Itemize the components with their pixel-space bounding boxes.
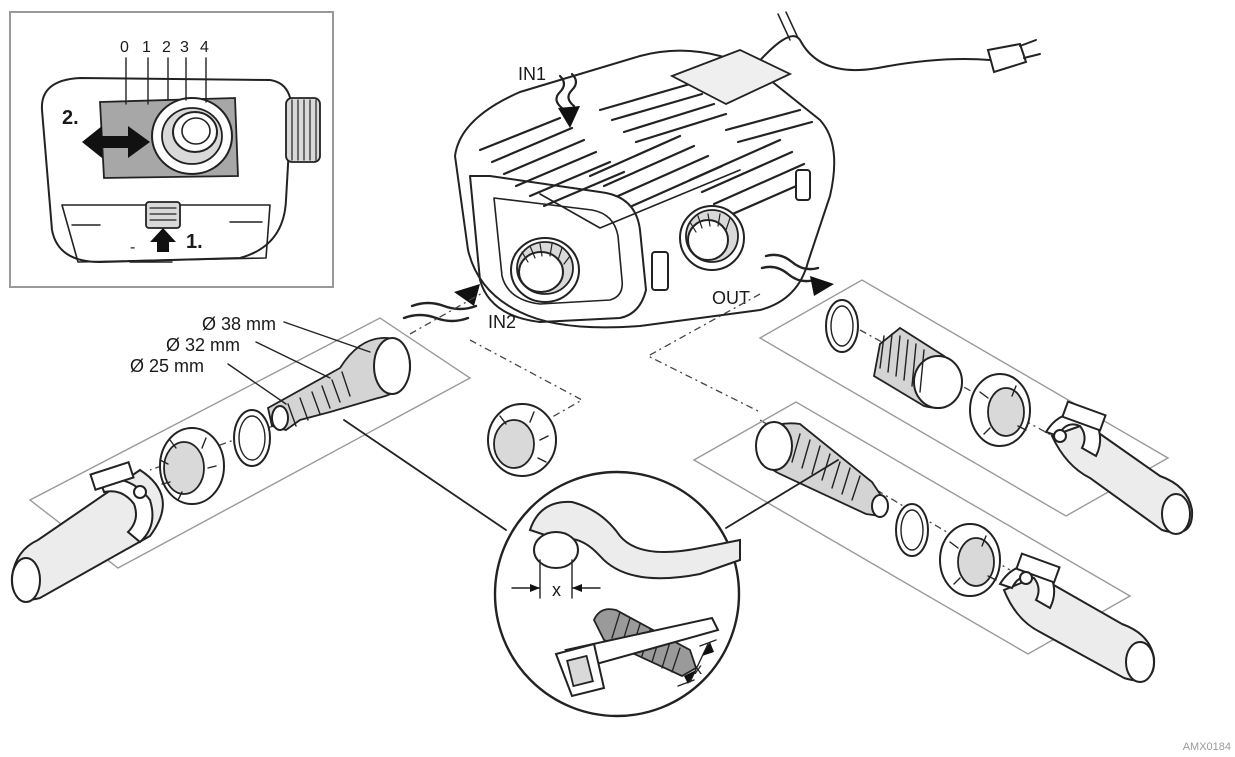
diameter-25-label: Ø 25 mm: [130, 356, 204, 376]
scale-mark-2: 2: [162, 39, 171, 56]
reference-code: AMX0184: [1182, 741, 1231, 753]
flow-arrow-icon: [454, 284, 480, 306]
scale-mark-4: 4: [200, 39, 209, 56]
middle-union-nut: [487, 403, 557, 477]
flow-arrow-icon: [558, 106, 580, 128]
step-1-label: 1.: [186, 231, 203, 253]
in1-flow: IN1: [518, 64, 580, 128]
right-upper-outlet-assembly: [758, 279, 1194, 535]
double-arrow-icon: [82, 126, 150, 158]
diameter-32-label: Ø 32 mm: [166, 335, 240, 355]
minus-sign: -: [130, 239, 135, 256]
cutting-detail-magnifier: x x: [343, 419, 839, 718]
hose-clamp-icon: [89, 460, 154, 544]
scale-mark-1: 1: [142, 39, 151, 56]
in2-flow: IN2: [402, 284, 516, 332]
flow-regulator-inset: 0 1 2 3 4 2. - 1.: [9, 11, 334, 288]
hose-clamp-icon: [998, 552, 1061, 610]
step-2-label: 2.: [62, 107, 79, 129]
power-plug-icon: [986, 39, 1041, 74]
scale-mark-3: 3: [180, 39, 189, 56]
scale-mark-0: 0: [120, 39, 129, 56]
flow-arrow-icon: [810, 276, 834, 296]
cut-width-x-label: x: [552, 580, 561, 600]
diameter-38-label: Ø 38 mm: [202, 314, 276, 334]
in2-label: IN2: [488, 312, 516, 332]
out-flow: OUT: [712, 253, 834, 308]
out-label: OUT: [712, 288, 750, 308]
left-inlet-assembly: Ø 38 mm Ø 32 mm Ø 25 mm: [10, 314, 472, 603]
up-arrow-icon: [150, 228, 176, 252]
thread-x-label: x: [694, 661, 702, 678]
hose-clamp-icon: [1044, 400, 1107, 458]
in1-label: IN1: [518, 64, 546, 84]
pump-unit: [453, 11, 1041, 329]
